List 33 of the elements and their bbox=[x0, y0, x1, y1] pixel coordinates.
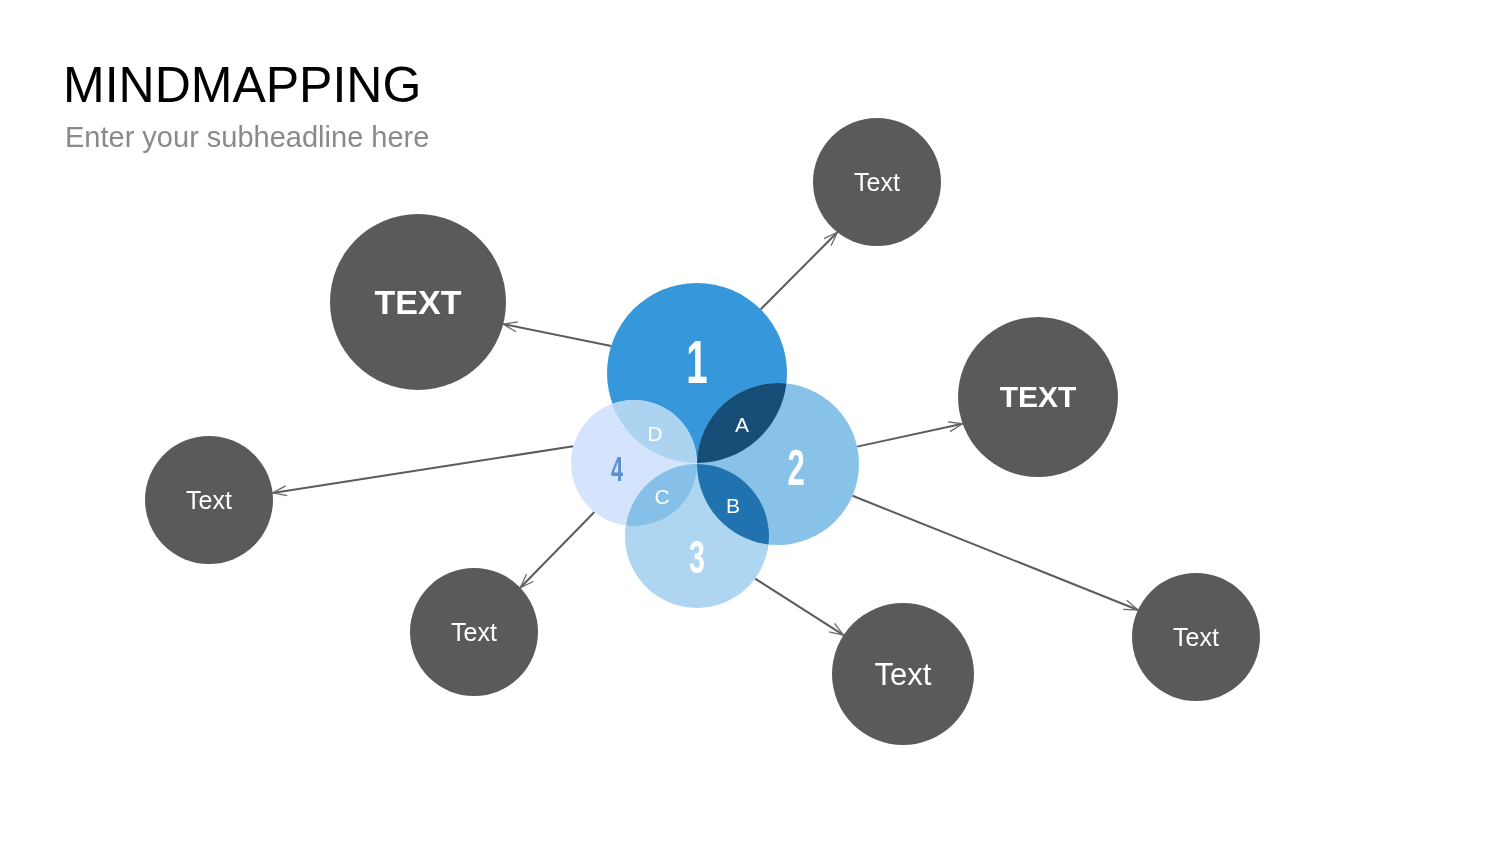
node-label: D bbox=[647, 422, 663, 444]
node-label: TEXT bbox=[374, 285, 462, 319]
node-label: Text bbox=[874, 658, 932, 690]
circle-node bbox=[813, 118, 941, 246]
node-label: C bbox=[654, 485, 670, 507]
circle-node bbox=[330, 214, 506, 390]
node-label: TEXT bbox=[999, 382, 1077, 412]
node-label: Text bbox=[451, 619, 497, 645]
circle-node bbox=[958, 317, 1118, 477]
arrow bbox=[759, 231, 839, 311]
node-label: 1 bbox=[686, 331, 708, 393]
node-label: 4 bbox=[610, 450, 624, 486]
overlap-region bbox=[625, 464, 697, 526]
circle-node bbox=[1132, 573, 1260, 701]
arrow bbox=[754, 577, 845, 637]
circle-node bbox=[410, 568, 538, 696]
node-label: Text bbox=[1173, 624, 1219, 650]
node-label: A bbox=[735, 413, 749, 435]
overlap-region bbox=[697, 383, 787, 463]
circle-node bbox=[145, 436, 273, 564]
circle-node bbox=[832, 603, 974, 745]
node-label: Text bbox=[186, 487, 232, 513]
node-label: 3 bbox=[689, 534, 705, 580]
arrow bbox=[856, 421, 964, 448]
node-label: B bbox=[726, 494, 740, 516]
arrow bbox=[271, 445, 575, 497]
node-label: Text bbox=[854, 169, 900, 195]
node-label: 2 bbox=[787, 443, 805, 493]
arrow bbox=[502, 321, 613, 347]
subtitle: Enter your subheadline here bbox=[65, 120, 430, 155]
arrow bbox=[519, 511, 596, 589]
title: MINDMAPPING bbox=[63, 58, 422, 113]
arrow bbox=[851, 494, 1139, 611]
